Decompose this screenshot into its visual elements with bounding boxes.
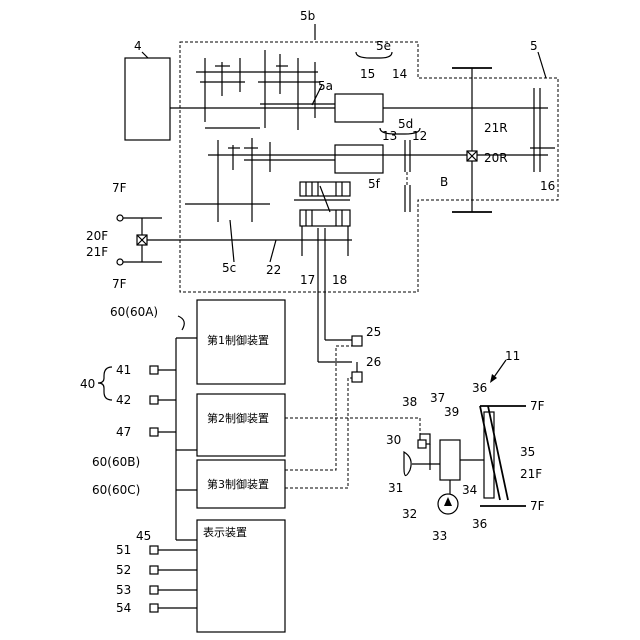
label-7F-r2: 7F (530, 499, 545, 513)
label-20F: 20F (86, 229, 108, 243)
label-35: 35 (520, 445, 535, 459)
label-36-bot: 36 (472, 517, 487, 531)
label-15: 15 (360, 67, 375, 81)
label-51: 51 (116, 543, 131, 557)
label-5d: 5d (398, 117, 413, 131)
label-5c: 5c (222, 261, 236, 275)
label-5b: 5b (300, 9, 315, 23)
gear-12 (405, 140, 410, 212)
label-5: 5 (530, 39, 538, 53)
label-39: 39 (444, 405, 459, 419)
engine-block (125, 58, 170, 140)
label-47: 47 (116, 425, 131, 439)
label-60B: 60(60B) (92, 455, 140, 469)
label-21F-r: 21F (520, 467, 542, 481)
label-17: 17 (300, 273, 315, 287)
leader-22 (270, 240, 276, 262)
label-60C: 60(60C) (92, 483, 140, 497)
label-45: 45 (136, 529, 151, 543)
controller-1-label: 第1制御装置 (207, 333, 269, 347)
sensor-47 (150, 428, 176, 436)
label-16: 16 (540, 179, 555, 193)
gear-16 (530, 88, 555, 172)
planetary-gear-set (294, 182, 350, 256)
label-31: 31 (388, 481, 403, 495)
label-37: 37 (430, 391, 445, 405)
gear-cluster-top (196, 50, 320, 130)
label-5e: 5e (376, 39, 391, 53)
switch-51 (150, 546, 197, 554)
label-41: 41 (116, 363, 131, 377)
engine-leader (142, 52, 148, 58)
label-13: 13 (382, 129, 397, 143)
label-5a: 5a (318, 79, 333, 93)
steering-wheel-30 (404, 452, 411, 476)
label-30: 30 (386, 433, 401, 447)
label-21R: 21R (484, 121, 508, 135)
controller-2-label: 第2制御装置 (207, 411, 269, 425)
gear-cluster-mid (185, 138, 270, 222)
label-22: 22 (266, 263, 281, 277)
switch-52 (150, 566, 197, 574)
label-53: 53 (116, 583, 131, 597)
label-34: 34 (462, 483, 477, 497)
label-32: 32 (402, 507, 417, 521)
controller-2-box (197, 394, 285, 456)
label-33: 33 (432, 529, 447, 543)
label-54: 54 (116, 601, 131, 615)
sensor-38 (418, 440, 426, 448)
label-7F-top: 7F (112, 181, 127, 195)
label-26: 26 (366, 355, 381, 369)
label-5f: 5f (368, 177, 381, 191)
front-wheel-bot-pt (117, 259, 123, 265)
sensor-42 (150, 396, 176, 404)
label-11: 11 (505, 349, 520, 363)
valve-26 (352, 372, 362, 382)
label-B: B (440, 175, 448, 189)
valve-25 (352, 336, 362, 346)
leader-60A (178, 316, 184, 330)
label-38: 38 (402, 395, 417, 409)
clutch-13 (335, 145, 383, 173)
leader-5c (230, 220, 234, 262)
label-25: 25 (366, 325, 381, 339)
label-42: 42 (116, 393, 131, 407)
label-60A: 60(60A) (110, 305, 158, 319)
front-wheel-top-pt (117, 215, 123, 221)
controller-3-label: 第3制御装置 (207, 477, 269, 491)
label-18: 18 (332, 273, 347, 287)
switch-54 (150, 604, 197, 612)
display-device-label: 表示装置 (203, 525, 247, 539)
ctrl3-signal-b (285, 378, 352, 488)
label-21F: 21F (86, 245, 108, 259)
sensor-41 (150, 366, 176, 374)
label-7F-r1: 7F (530, 399, 545, 413)
switch-53 (150, 586, 197, 594)
ctrl3-signal-a (285, 346, 352, 470)
label-7F-bot: 7F (112, 277, 127, 291)
label-4: 4 (134, 39, 142, 53)
leader-5 (538, 52, 546, 78)
label-40: 40 (80, 377, 95, 391)
label-36-top: 36 (472, 381, 487, 395)
label-52: 52 (116, 563, 131, 577)
steering-gearbox-34 (440, 440, 460, 480)
label-14: 14 (392, 67, 407, 81)
clutch-15 (335, 94, 383, 122)
label-12: 12 (412, 129, 427, 143)
label-20R: 20R (484, 151, 508, 165)
bracket-40 (98, 367, 112, 400)
